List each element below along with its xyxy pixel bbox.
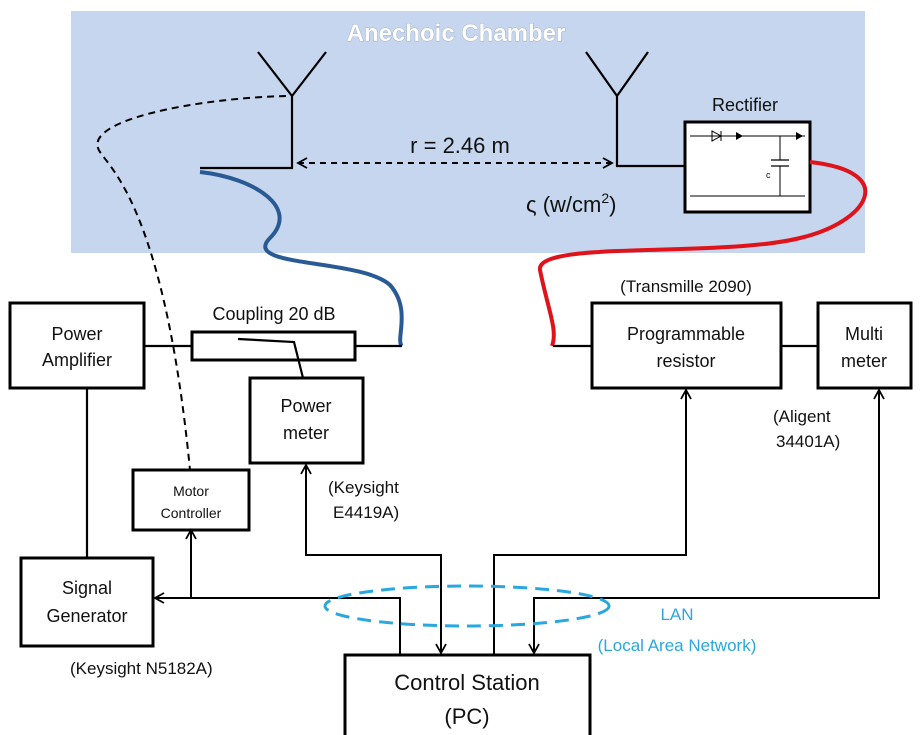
- red-cable: [538, 160, 868, 347]
- motor-controller-label: Motor: [173, 483, 209, 499]
- control-connections: [153, 388, 885, 655]
- resistor-model: (Transmille 2090): [620, 277, 752, 296]
- power-density-label: ς (w/cm2): [526, 190, 617, 217]
- power-amplifier-box: [8, 301, 146, 390]
- lan-label: LAN: [660, 605, 693, 624]
- programmable-resistor-box: [590, 301, 783, 390]
- multimeter-label: Multi: [845, 324, 883, 344]
- programmable-resistor-label-2: resistor: [656, 351, 715, 371]
- rectifier-box: [683, 120, 812, 214]
- motor-controller-label-2: Controller: [161, 505, 222, 521]
- lan-label-2: (Local Area Network): [598, 636, 757, 655]
- pc-to-signal-generator: [153, 592, 401, 655]
- power-meter-model-2: E4419A): [333, 503, 399, 522]
- distance-label: r = 2.46 m: [410, 133, 510, 158]
- capacitor-label: c: [766, 170, 771, 180]
- power-meter-model: (Keysight: [328, 478, 399, 497]
- transmit-antenna-icon: [200, 51, 327, 170]
- coupler-port-wire: [237, 337, 305, 379]
- control-station-box: [343, 653, 592, 735]
- chamber-title: Anechoic Chamber: [347, 20, 566, 47]
- signal-generator-box: [19, 556, 155, 648]
- pc-power-meter-link: [300, 463, 447, 655]
- power-amplifier-label: Power: [51, 324, 102, 344]
- power-meter-label-2: meter: [283, 423, 329, 443]
- multimeter-pc-link: [528, 388, 885, 655]
- power-meter-box: [248, 376, 365, 465]
- coupler-label: Coupling 20 dB: [212, 304, 335, 324]
- multimeter-label-2: meter: [841, 351, 887, 371]
- power-amplifier-label-2: Amplifier: [42, 350, 112, 370]
- control-station-label: Control Station: [394, 670, 540, 695]
- power-meter-label: Power: [280, 396, 331, 416]
- signal-generator-label-2: Generator: [46, 606, 127, 626]
- signal-generator-model: (Keysight N5182A): [70, 659, 213, 678]
- receive-antenna-icon: [585, 51, 685, 168]
- programmable-resistor-label: Programmable: [627, 324, 745, 344]
- motor-controller-box: [131, 468, 251, 532]
- rectifier-circuit-icon: c: [690, 130, 805, 197]
- control-station-label-2: (PC): [444, 704, 489, 729]
- multimeter-model-2: 34401A): [776, 432, 840, 451]
- multimeter-box: [816, 301, 913, 390]
- lan-ellipse: [323, 584, 611, 628]
- coupler-box: [190, 330, 357, 362]
- rectifier-label: Rectifier: [712, 95, 778, 115]
- signal-generator-label: Signal: [62, 578, 112, 598]
- blue-cable: [199, 170, 404, 348]
- multimeter-model: (Aligent: [773, 407, 831, 426]
